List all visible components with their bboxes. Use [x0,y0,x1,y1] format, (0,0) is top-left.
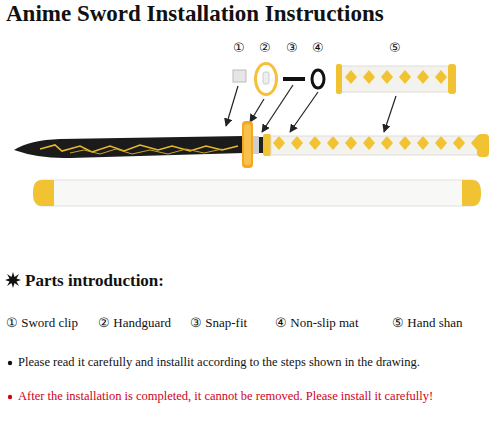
callout-number: ④ [312,39,324,57]
callout-number: ⑤ [389,39,401,57]
scabbard [33,180,481,206]
page-title: Anime Sword Installation Instructions [6,1,384,27]
starburst-symbol [5,272,21,288]
callout-number: ② [259,39,271,57]
callout-number: ① [233,39,245,57]
snap-fit [283,77,305,81]
callout-number: ③ [286,39,298,57]
non-slip-mat [312,70,324,88]
note: Please read it carefully and installit a… [18,354,492,371]
sword-clip [233,70,246,82]
sword [14,121,489,168]
part-name: ③ Snap-fit [190,314,247,332]
handguard [254,62,278,96]
part-name: ① Sword clip [6,314,78,332]
section-heading: Parts introduction: [25,270,164,293]
bullet-dot [8,395,12,399]
warning-note: After the installation is completed, it … [18,388,492,405]
part-name: ④ Non-slip mat [275,314,359,332]
part-name: ⑤ Hand shan [392,314,463,332]
handle-part [336,64,456,94]
part-name: ② Handguard [98,314,171,332]
bullet-dot [8,361,12,365]
